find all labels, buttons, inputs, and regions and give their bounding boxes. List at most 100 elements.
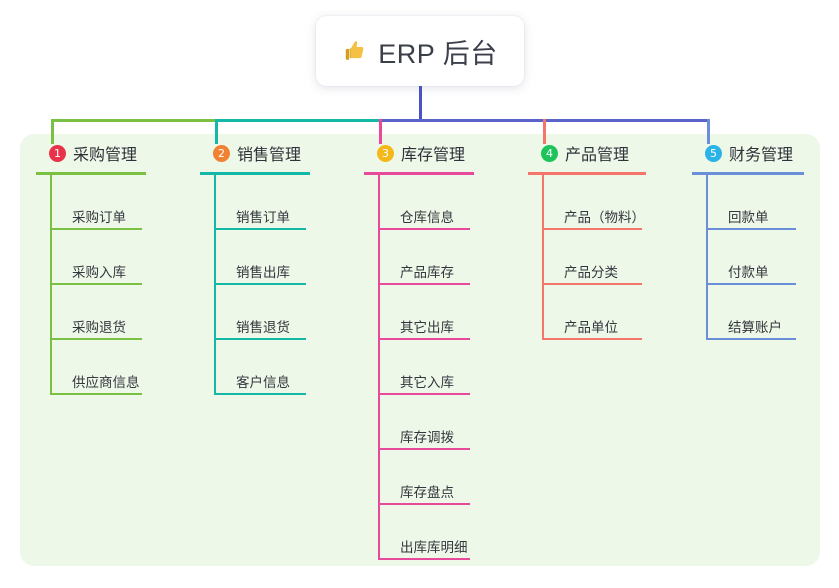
section-spine-4 bbox=[542, 175, 544, 340]
bus-segment-green bbox=[51, 119, 215, 122]
menu-item[interactable]: 客户信息 bbox=[214, 340, 350, 395]
menu-item[interactable]: 库存调拨 bbox=[378, 395, 514, 450]
menu-item[interactable]: 回款单 bbox=[706, 175, 822, 230]
menu-item-label: 付款单 bbox=[728, 265, 769, 280]
menu-item-label: 出库库明细 bbox=[400, 540, 468, 555]
menu-item[interactable]: 付款单 bbox=[706, 230, 822, 285]
menu-item-rule bbox=[378, 503, 470, 505]
section-rule-5 bbox=[692, 172, 804, 175]
section-title-4: 产品管理 bbox=[565, 147, 630, 164]
menu-item-rule bbox=[542, 228, 642, 230]
menu-item-rule bbox=[378, 283, 470, 285]
section-title-2: 销售管理 bbox=[237, 147, 302, 164]
menu-item[interactable]: 结算账户 bbox=[706, 285, 822, 340]
menu-item-rule bbox=[378, 448, 470, 450]
section-column-3: 3 库存管理仓库信息产品库存其它出库其它入库库存调拨库存盘点出库库明细 bbox=[364, 140, 514, 560]
menu-item-rule bbox=[706, 338, 796, 340]
menu-item-label: 客户信息 bbox=[236, 375, 290, 390]
section-spine-3 bbox=[378, 175, 380, 560]
menu-item-label: 其它入库 bbox=[400, 375, 454, 390]
menu-item-rule bbox=[214, 338, 306, 340]
section-title-5: 财务管理 bbox=[729, 147, 794, 164]
menu-item[interactable]: 其它出库 bbox=[378, 285, 514, 340]
section-spine-2 bbox=[214, 175, 216, 395]
section-items-1: 采购订单采购入库采购退货供应商信息 bbox=[50, 175, 186, 395]
section-title-1: 采购管理 bbox=[73, 147, 138, 164]
menu-item[interactable]: 采购退货 bbox=[50, 285, 186, 340]
menu-item-rule bbox=[378, 558, 470, 560]
section-items-2: 销售订单销售出库销售退货客户信息 bbox=[214, 175, 350, 395]
menu-item[interactable]: 仓库信息 bbox=[378, 175, 514, 230]
menu-item-label: 产品库存 bbox=[400, 265, 454, 280]
menu-item[interactable]: 销售退货 bbox=[214, 285, 350, 340]
section-column-1: 1 采购管理采购订单采购入库采购退货供应商信息 bbox=[36, 140, 186, 395]
menu-item-rule bbox=[542, 338, 642, 340]
menu-item[interactable]: 其它入库 bbox=[378, 340, 514, 395]
menu-item-label: 采购入库 bbox=[72, 265, 126, 280]
root-node-title: ERP 后台 bbox=[378, 38, 498, 69]
menu-item-rule bbox=[50, 228, 142, 230]
section-header-1[interactable]: 1 采购管理 bbox=[36, 140, 186, 166]
thumbs-up-icon bbox=[342, 38, 368, 64]
menu-item[interactable]: 产品单位 bbox=[542, 285, 688, 340]
section-title-3: 库存管理 bbox=[401, 147, 466, 164]
menu-item-rule bbox=[214, 393, 306, 395]
menu-item-label: 供应商信息 bbox=[72, 375, 140, 390]
section-items-4: 产品（物料） 产品分类产品单位 bbox=[542, 175, 688, 340]
menu-item[interactable]: 采购入库 bbox=[50, 230, 186, 285]
menu-item-label: 仓库信息 bbox=[400, 210, 454, 225]
menu-item-rule bbox=[706, 283, 796, 285]
section-column-4: 4 产品管理产品（物料） 产品分类产品单位 bbox=[528, 140, 688, 340]
menu-item-label: 库存调拨 bbox=[400, 430, 454, 445]
menu-item-label: 产品（物料） bbox=[564, 210, 645, 225]
menu-item[interactable]: 产品库存 bbox=[378, 230, 514, 285]
section-header-2[interactable]: 2 销售管理 bbox=[200, 140, 350, 166]
section-badge-2: 2 bbox=[213, 144, 230, 162]
menu-item-label: 销售退货 bbox=[236, 320, 290, 335]
menu-item-label: 采购退货 bbox=[72, 320, 126, 335]
drop-line-5 bbox=[707, 119, 710, 144]
bus-segment-teal bbox=[215, 119, 379, 122]
menu-item-rule bbox=[50, 283, 142, 285]
menu-item-rule bbox=[50, 393, 142, 395]
drop-line-3 bbox=[379, 119, 382, 144]
menu-item[interactable]: 供应商信息 bbox=[50, 340, 186, 395]
sections-panel bbox=[20, 134, 820, 566]
section-header-3[interactable]: 3 库存管理 bbox=[364, 140, 514, 166]
menu-item-rule bbox=[50, 338, 142, 340]
section-rule-2 bbox=[200, 172, 310, 175]
menu-item[interactable]: 产品分类 bbox=[542, 230, 688, 285]
menu-item[interactable]: 出库库明细 bbox=[378, 505, 514, 560]
section-header-4[interactable]: 4 产品管理 bbox=[528, 140, 688, 166]
section-badge-1: 1 bbox=[49, 144, 66, 162]
section-spine-5 bbox=[706, 175, 708, 340]
menu-item-label: 销售出库 bbox=[236, 265, 290, 280]
menu-item[interactable]: 采购订单 bbox=[50, 175, 186, 230]
menu-item[interactable]: 产品（物料） bbox=[542, 175, 688, 230]
section-items-3: 仓库信息产品库存其它出库其它入库库存调拨库存盘点出库库明细 bbox=[378, 175, 514, 560]
section-items-5: 回款单付款单结算账户 bbox=[706, 175, 822, 340]
menu-item-label: 库存盘点 bbox=[400, 485, 454, 500]
menu-item-label: 采购订单 bbox=[72, 210, 126, 225]
menu-item-label: 销售订单 bbox=[236, 210, 290, 225]
menu-item[interactable]: 销售订单 bbox=[214, 175, 350, 230]
menu-item[interactable]: 库存盘点 bbox=[378, 450, 514, 505]
section-badge-3: 3 bbox=[377, 144, 394, 162]
section-column-2: 2 销售管理销售订单销售出库销售退货客户信息 bbox=[200, 140, 350, 395]
section-rule-4 bbox=[528, 172, 646, 175]
menu-item-rule bbox=[542, 283, 642, 285]
menu-item-rule bbox=[214, 228, 306, 230]
section-badge-4: 4 bbox=[541, 144, 558, 162]
menu-item-rule bbox=[378, 228, 470, 230]
root-node-erp-backend[interactable]: ERP 后台 bbox=[316, 16, 524, 86]
menu-item-rule bbox=[378, 338, 470, 340]
menu-item-rule bbox=[214, 283, 306, 285]
menu-item-rule bbox=[378, 393, 470, 395]
root-stem-line bbox=[419, 86, 422, 122]
menu-item[interactable]: 销售出库 bbox=[214, 230, 350, 285]
section-rule-1 bbox=[36, 172, 146, 175]
section-spine-1 bbox=[50, 175, 52, 395]
menu-item-label: 结算账户 bbox=[728, 320, 782, 335]
